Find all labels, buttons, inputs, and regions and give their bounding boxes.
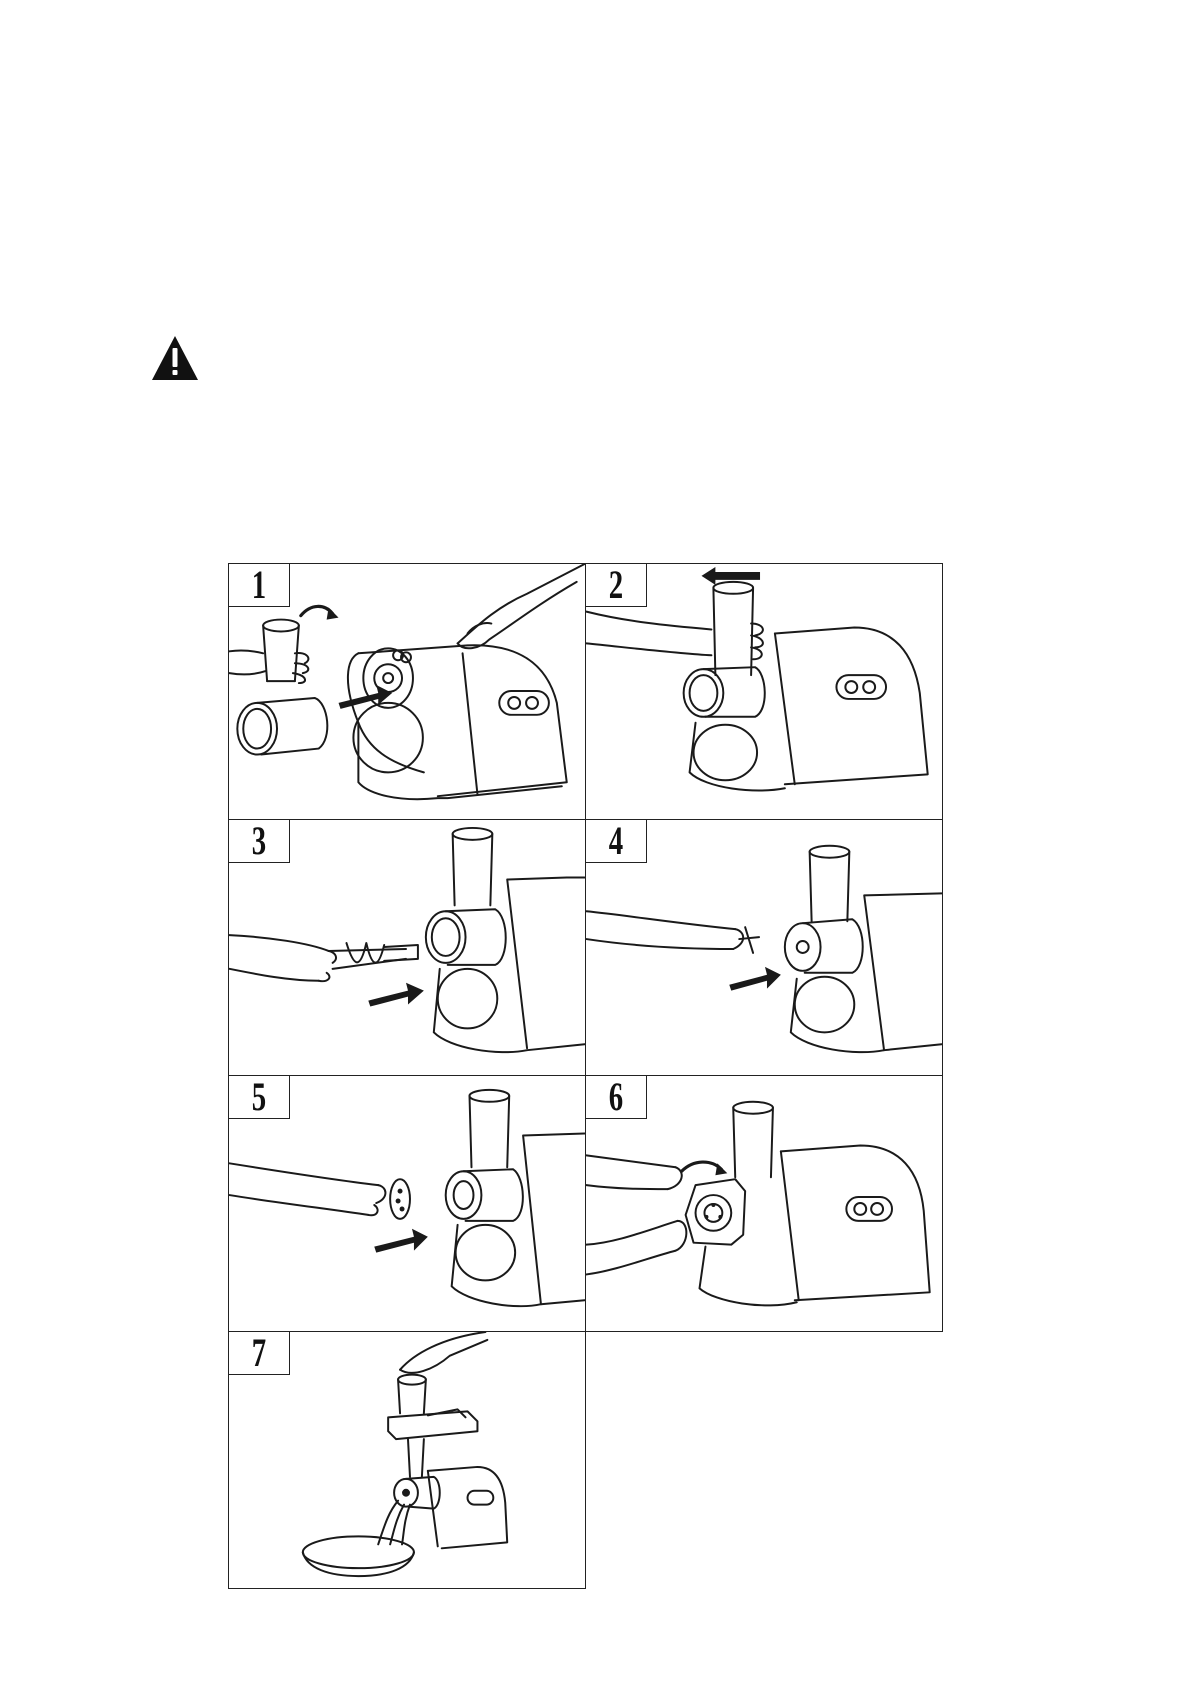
assembly-steps-grid: 1 2 [228, 563, 943, 1589]
step-number-6: 6 [585, 1075, 647, 1119]
step-panel-3: 3 [228, 819, 586, 1076]
step-panel-2: 2 [585, 563, 943, 820]
step-panel-7: 7 [228, 1331, 586, 1589]
step-panel-4: 4 [585, 819, 943, 1076]
step-panel-5: 5 [228, 1075, 586, 1332]
warning-triangle-icon [150, 334, 200, 384]
step-panel-6: 6 [585, 1075, 943, 1332]
step-number-7: 7 [228, 1331, 290, 1375]
step-number-3: 3 [228, 819, 290, 863]
step-number-1: 1 [228, 563, 290, 607]
step-number-5: 5 [228, 1075, 290, 1119]
step-number-2: 2 [585, 563, 647, 607]
step-number-4: 4 [585, 819, 647, 863]
step-panel-1: 1 [228, 563, 586, 820]
